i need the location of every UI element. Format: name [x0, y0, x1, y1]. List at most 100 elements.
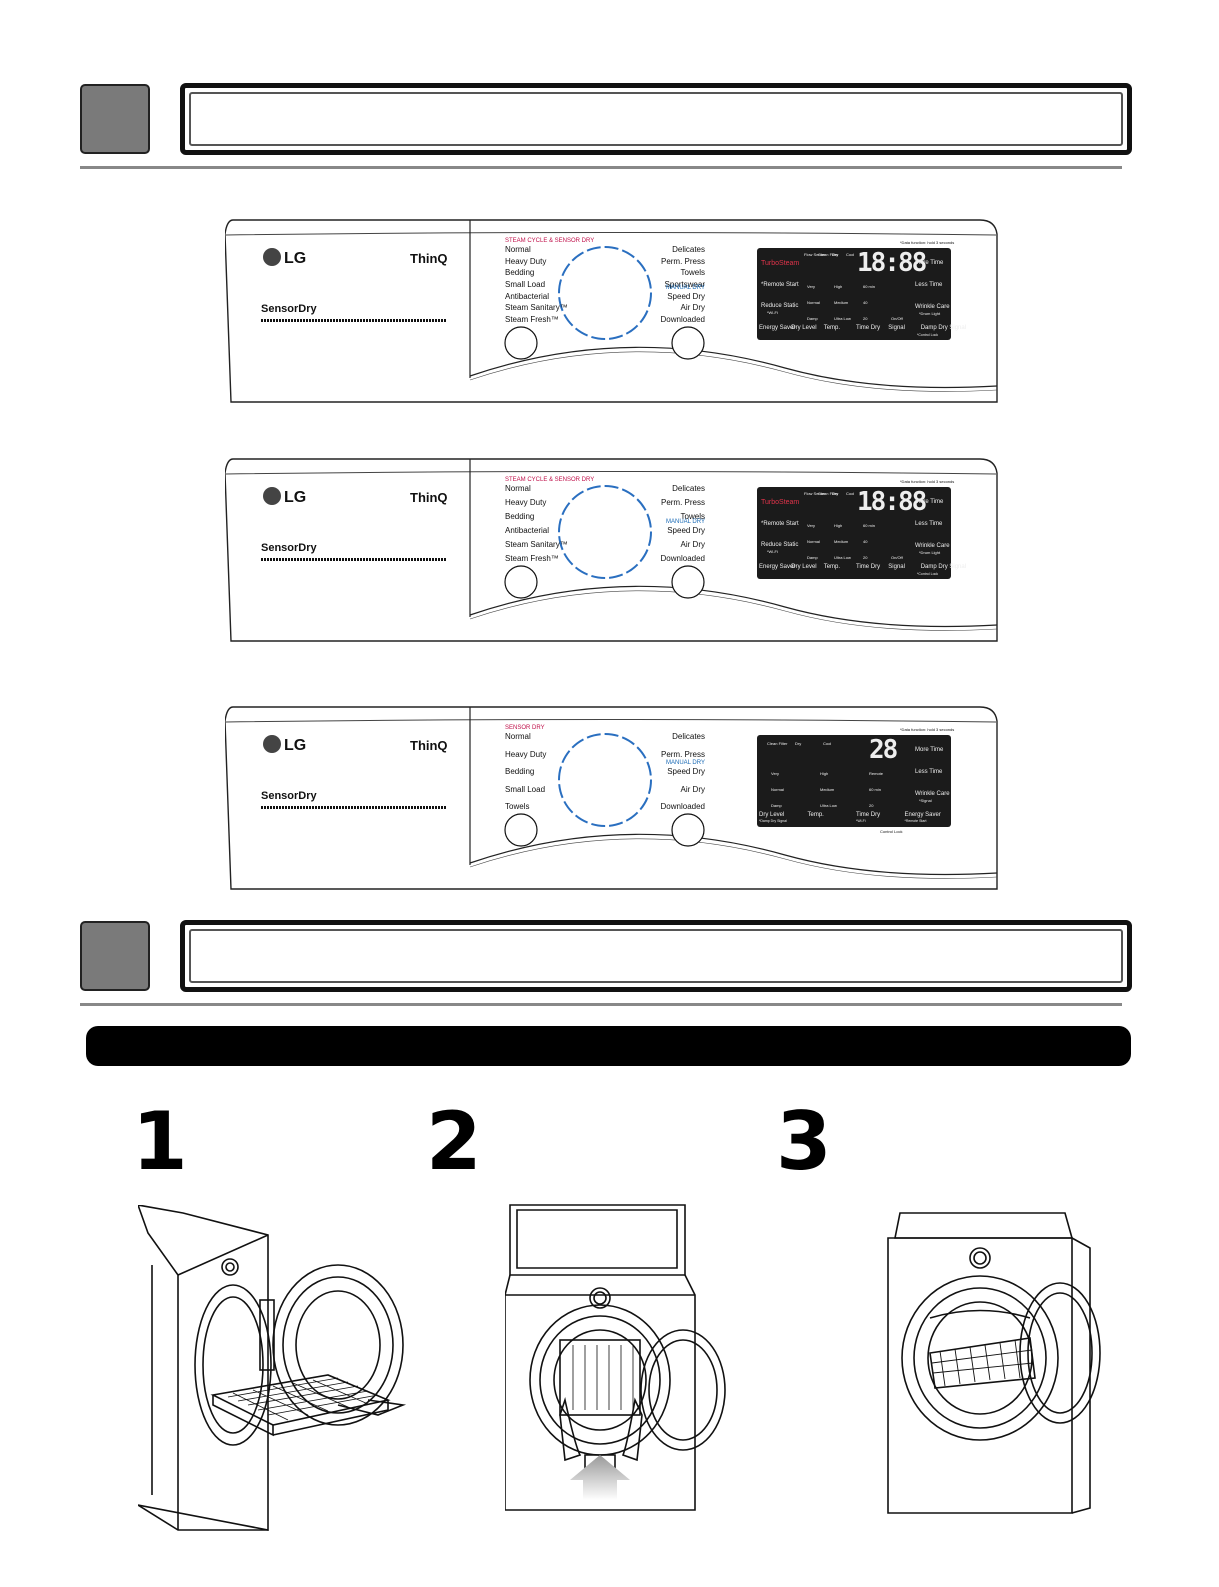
cycle-right-3: Sportswear [664, 280, 705, 289]
sensor-dry-bar [261, 319, 446, 322]
level-row-0-1: High [820, 771, 829, 776]
cycle-right-0: Delicates [672, 732, 705, 741]
right-button-2: Wrinkle Care [915, 543, 950, 549]
sensor-dry-bar [261, 806, 446, 809]
sensor-dry-label: SensorDry [261, 303, 317, 315]
right-button-0: More Time [915, 747, 944, 753]
step-number-2: 2 [426, 1095, 482, 1188]
control-lock-label: Control Lock [880, 829, 903, 834]
cycle-right-1: Perm. Press [660, 256, 705, 266]
display-note: *Data function: hold 3 seconds [900, 240, 955, 245]
level-row-1-0: Normal [807, 300, 820, 305]
cycle-right-3: Speed Dry [667, 526, 705, 535]
cycle-right-5: Air Dry [680, 303, 705, 313]
section-2-marker [80, 921, 150, 991]
bottom-button-2: Temp. [823, 325, 841, 331]
status-label-0: Flow Sense [804, 252, 825, 257]
status-label-1: Dry [795, 741, 802, 746]
cycle-header: STEAM CYCLE & SENSOR DRY [505, 477, 595, 483]
bottom-button-1: Dry Level [791, 564, 817, 570]
sensor-dry-bar [261, 558, 446, 561]
level-row-2-2: 20 [863, 316, 868, 321]
level-row-1-2: 40 [863, 300, 868, 305]
turbosteam-button: TurboSteam [761, 260, 800, 267]
level-row-1-2: 40 [863, 539, 868, 544]
lg-logo-icon [263, 248, 281, 266]
step-number-1: 1 [132, 1095, 188, 1188]
cycle-left-2: Bedding [505, 767, 535, 776]
lg-logo: LG [263, 248, 306, 268]
level-row-2-0: Damp [807, 555, 818, 560]
level-row-0-1: High [834, 284, 843, 289]
cycle-right-2: Towels [680, 268, 705, 278]
thinq-logo: ThinQ [410, 738, 448, 753]
cycle-left-3: Antibacterial [505, 526, 550, 535]
cycle-right-2: Towels [680, 512, 705, 521]
manual-dry-header: MANUAL DRY [665, 760, 705, 766]
lg-brand-text: LG [284, 250, 307, 267]
cycle-right-0: Delicates [672, 484, 705, 493]
manual-dry-header: MANUAL DRY [665, 519, 705, 525]
cycle-right-4: Air Dry [680, 540, 705, 549]
wrinkle-care-sub: *Drum Light [919, 550, 941, 555]
cycle-left-5: Steam Sanitary™ [505, 303, 568, 313]
level-row-0-0: Very [807, 523, 816, 528]
lg-logo-icon [263, 735, 281, 753]
level-row-2-1: Ultra Low [834, 316, 851, 321]
cycle-left-0: Normal [505, 245, 531, 254]
right-button-1: Less Time [915, 769, 943, 775]
reduce-static-button: Reduce Static [761, 303, 799, 309]
sensor-dry-label: SensorDry [261, 790, 317, 802]
step-number-3: 3 [776, 1095, 832, 1188]
cycle-right-5: Downloaded [660, 554, 705, 563]
cycle-knob[interactable] [504, 733, 705, 847]
level-row-2-3: On/Off [891, 555, 903, 560]
wrinkle-care-sub: *Drum Light [919, 311, 941, 316]
right-button-1: Less Time [915, 521, 943, 527]
bottom-button-4: Signal [888, 564, 905, 570]
thinq-logo: ThinQ [410, 251, 448, 266]
level-row-2-2: 20 [863, 555, 868, 560]
reduce-static-button: Reduce Static [761, 542, 799, 548]
level-row-2-0: Damp [771, 803, 782, 808]
cycle-right-3: Air Dry [680, 784, 705, 794]
wrinkle-care-sub: *Signal [919, 798, 932, 803]
section-2-divider [80, 1003, 1122, 1006]
bottom-button-3: Time Dry [856, 325, 881, 331]
cycle-right-1: Perm. Press [660, 498, 705, 507]
dryer-rack-installed-illustration [887, 1212, 1101, 1514]
cycle-right-4: Downloaded [660, 802, 705, 811]
section-1-title-bar [180, 83, 1132, 155]
cycle-left-3: Small Load [505, 784, 546, 794]
time-readout: 18:88 [857, 248, 927, 278]
status-label-0: Flow Sense [804, 491, 825, 496]
status-label-0: Clean Filter [767, 741, 788, 746]
lg-brand-text: LG [284, 489, 307, 506]
cycle-right-4: Speed Dry [667, 291, 705, 301]
bottom-button-0: Energy Saver [759, 325, 796, 331]
cycle-left-4: Steam Sanitary™ [505, 540, 568, 549]
right-button-1: Less Time [915, 282, 943, 288]
status-label-3: Cool [846, 252, 855, 257]
control-lock-sub: *Control Lock [917, 572, 939, 576]
bottom-button-1: Temp. [807, 812, 824, 818]
right-button-2: Wrinkle Care [915, 791, 950, 797]
lg-logo-icon [263, 487, 281, 505]
bottom-button-sub-3: *Remote Start [904, 819, 927, 823]
bottom-button-0: Dry Level [759, 812, 785, 818]
control-lock-sub: *Control Lock [917, 333, 939, 337]
manual-dry-header: MANUAL DRY [665, 284, 705, 291]
section-2-title-bar [180, 920, 1132, 992]
time-readout: 18:88 [857, 487, 927, 517]
cycle-knob[interactable] [504, 246, 705, 360]
cycle-left-1: Heavy Duty [505, 256, 547, 266]
cycle-knob[interactable] [504, 485, 705, 599]
cycle-left-6: Steam Fresh™ [505, 315, 559, 324]
cycle-right-2: Speed Dry [667, 767, 705, 776]
status-label-2: Dry [832, 491, 839, 496]
level-row-0-0: Very [771, 771, 780, 776]
